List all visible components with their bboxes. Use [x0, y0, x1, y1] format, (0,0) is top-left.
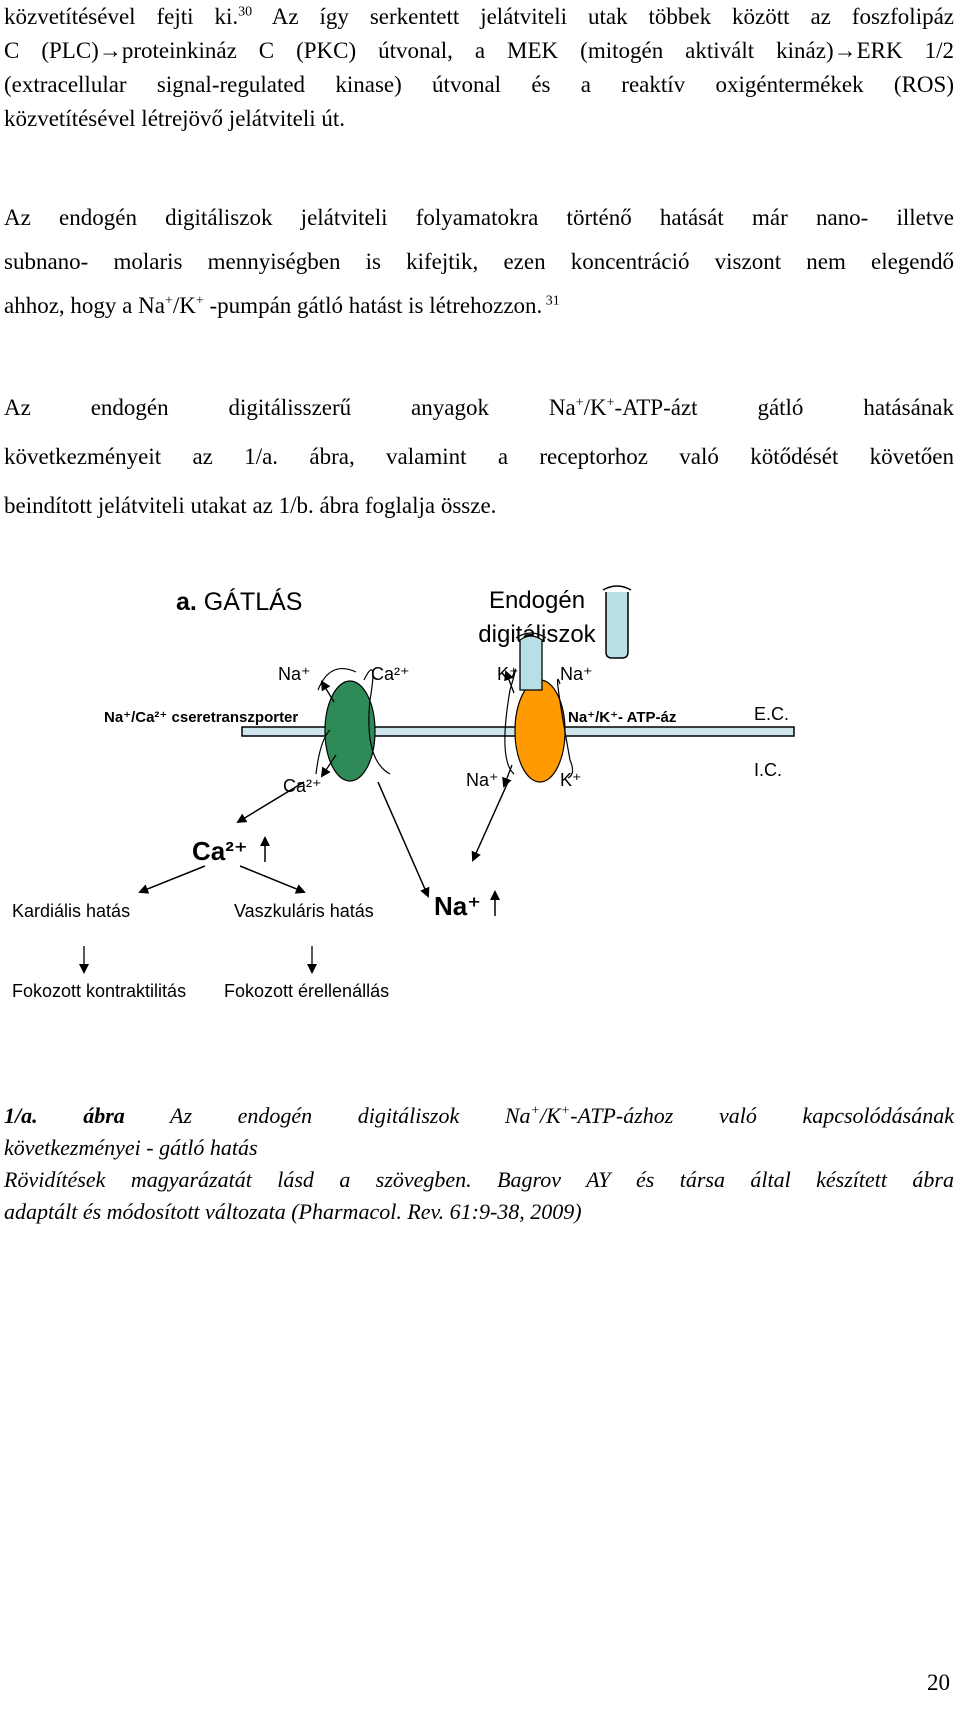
- caption-line: Rövidítések magyarázatát lásd a szövegbe…: [4, 1167, 954, 1192]
- paragraph-line: beindított jelátviteli utakat az 1/b. áb…: [4, 493, 497, 518]
- text: ahhoz, hogy a Na: [4, 293, 165, 318]
- caption-line: következményei - gátló hatás: [4, 1135, 258, 1160]
- text: -pumpán gátló hatást is létrehozzon.: [203, 293, 543, 318]
- exchanger-protein: [324, 680, 376, 782]
- citation-ref: 31: [542, 293, 560, 309]
- ion-label: K⁺: [497, 664, 519, 684]
- pump-protein: [514, 679, 566, 783]
- paragraph-3: Az endogén digitálisszerű anyagok Na+/K+…: [4, 383, 954, 530]
- ion-label: Na⁺: [560, 664, 593, 684]
- ligand-icon-rim: [602, 585, 632, 591]
- ion-flux-path: [363, 669, 391, 775]
- ion-flux-path: [504, 668, 517, 775]
- paragraph-1: közvetítésével fejti ki.30 Az így serken…: [4, 0, 954, 136]
- pathway-arrow: [377, 781, 430, 898]
- paragraph-line: Az endogén digitáliszok jelátviteli foly…: [4, 205, 954, 230]
- na-increase-label: Na⁺: [434, 891, 481, 921]
- bound-ligand-rim: [515, 632, 547, 639]
- superscript: +: [164, 293, 173, 309]
- caption-line: adaptált és módosított változata (Pharma…: [4, 1199, 582, 1224]
- text: Az endogén digitáliszok Na: [124, 1103, 531, 1128]
- text: /K: [172, 293, 196, 318]
- ion-label: Na⁺: [278, 664, 311, 684]
- extracellular-label: E.C.: [754, 704, 789, 724]
- page-number: 20: [927, 1670, 950, 1695]
- ion-flux-path: [317, 668, 357, 691]
- pathway-arrow: [138, 865, 206, 894]
- pathway-arrow: [471, 781, 509, 862]
- intracellular-label: I.C.: [754, 760, 782, 780]
- text: /K: [583, 395, 607, 420]
- ion-label: Ca²⁺: [371, 664, 410, 684]
- superscript: +: [575, 395, 584, 411]
- superscript: +: [530, 1103, 540, 1119]
- vascular-effect-label: Vaszkuláris hatás: [234, 901, 374, 921]
- figure-diagram: a. GÁTLÁS Endogén digitáliszok Na⁺ Ca²⁺ …: [12, 585, 795, 1001]
- ion-label: Na⁺: [466, 770, 499, 790]
- pathway-arrow: [236, 781, 305, 824]
- superscript: +: [606, 395, 615, 411]
- text: -ATP-ázt gátló hatásának: [614, 395, 954, 420]
- ion-flux-path: [315, 729, 331, 775]
- figure-caption: 1/a. ábra Az endogén digitáliszok Na+/K+…: [4, 1100, 954, 1228]
- ion-arrow: [504, 670, 515, 694]
- paragraph-2: Az endogén digitáliszok jelátviteli foly…: [4, 196, 954, 328]
- figure-title-text: GÁTLÁS: [197, 587, 303, 616]
- pump-label: Na⁺/K⁺- ATP-áz: [568, 709, 676, 726]
- paragraph-line: C (PLC)→proteinkináz C (PKC) útvonal, a …: [4, 38, 954, 63]
- paragraph-line: közvetítésével létrejövő jelátviteli út.: [4, 106, 346, 131]
- text: /K: [540, 1103, 561, 1128]
- citation-ref: 30: [238, 4, 253, 20]
- ca-increase-label: Ca²⁺: [192, 836, 248, 866]
- ion-flux-path: [556, 678, 574, 779]
- paragraph-line: Az endogén digitálisszerű anyagok Na+/K+…: [4, 383, 954, 432]
- superscript: +: [195, 293, 204, 309]
- ion-arrow: [502, 764, 513, 788]
- ion-label: K⁺: [560, 770, 582, 790]
- caption-label: 1/a. ábra: [4, 1103, 125, 1128]
- paragraph-line: (extracellular signal-regulated kinase) …: [4, 72, 954, 97]
- ion-arrow: [320, 754, 337, 778]
- text: Az endogén digitálisszerű anyagok Na: [4, 395, 576, 420]
- figure-title: a. GÁTLÁS: [176, 587, 302, 616]
- paragraph-line: következményeit az 1/a. ábra, valamint a…: [4, 444, 954, 469]
- ligand-icon: [605, 592, 629, 659]
- bound-ligand-icon: [519, 635, 543, 691]
- paragraph-line: közvetítésével fejti ki.30 Az így serken…: [4, 0, 954, 34]
- cardiac-effect-label: Kardiális hatás: [12, 901, 130, 921]
- vascular-result-label: Fokozott érellenállás: [224, 981, 389, 1001]
- paragraph-line: subnano- molaris mennyiségben is kifejti…: [4, 249, 954, 274]
- exchanger-label: Na⁺/Ca²⁺ cseretranszporter: [104, 709, 298, 726]
- text: Az így serkentett jelátviteli utak többe…: [252, 4, 955, 29]
- cardiac-result-label: Fokozott kontraktilitás: [12, 981, 186, 1001]
- caption-line: 1/a. ábra Az endogén digitáliszok Na+/K+…: [4, 1100, 954, 1132]
- text: közvetítésével fejti ki.: [4, 4, 239, 29]
- ion-arrow: [320, 680, 335, 703]
- pathway-arrow: [239, 865, 306, 894]
- figure-title-letter: a.: [176, 588, 197, 616]
- paragraph-line: ahhoz, hogy a Na+/K+ -pumpán gátló hatás…: [4, 284, 954, 328]
- ion-label: Ca²⁺: [283, 776, 322, 796]
- ligand-label: Endogén: [489, 587, 585, 614]
- superscript: +: [560, 1103, 571, 1119]
- text: -ATP-ázhoz való kapcsolódásának: [570, 1103, 954, 1128]
